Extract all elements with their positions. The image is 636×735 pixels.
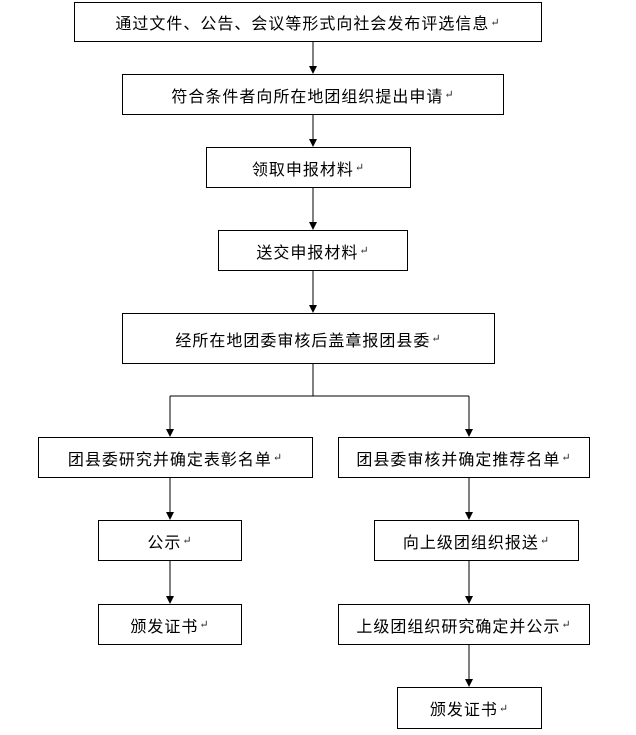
step-label: 经所在地团委审核后盖章报团县委 [175,330,431,350]
step-label: 送交申报材料 [256,242,359,262]
step-label: 向上级团组织报送 [402,532,539,552]
paragraph-mark-icon: ↵ [199,618,210,631]
paragraph-mark-icon: ↵ [561,451,572,464]
paragraph-mark-icon: ↵ [444,88,455,101]
paragraph-mark-icon: ↵ [490,15,501,29]
step-collect-materials: 领取申报材料↵ [206,147,411,188]
step-right-upper-decide-publish: 上级团组织研究确定并公示↵ [338,604,590,645]
step-local-review-stamp: 经所在地团委审核后盖章报团县委↵ [122,313,495,364]
step-label: 符合条件者向所在地团组织提出申请 [171,86,444,106]
step-label: 颁发证书 [429,700,498,719]
step-right-decide-recommendation-list: 团县委审核并确定推荐名单↵ [338,437,590,478]
step-right-report-to-upper: 向上级团组织报送↵ [374,520,579,561]
step-left-decide-commendation-list: 团县委研究并确定表彰名单↵ [38,437,313,478]
step-label: 公示 [147,532,182,552]
step-publish-selection-info: 通过文件、公告、会议等形式向社会发布评选信息↵ [74,2,542,42]
step-label: 团县委审核并确定推荐名单 [356,449,561,469]
step-label: 团县委研究并确定表彰名单 [67,449,272,469]
step-left-public-notice: 公示↵ [98,520,242,561]
step-left-issue-certificate: 颁发证书↵ [98,604,242,645]
paragraph-mark-icon: ↵ [431,332,442,345]
step-label: 领取申报材料 [251,159,354,179]
paragraph-mark-icon: ↵ [561,618,572,631]
paragraph-mark-icon: ↵ [359,244,370,257]
paragraph-mark-icon: ↵ [182,534,193,547]
step-label: 颁发证书 [130,616,199,636]
step-label: 上级团组织研究确定并公示 [356,616,561,636]
paragraph-mark-icon: ↵ [498,701,510,715]
step-submit-materials: 送交申报材料↵ [218,230,408,271]
step-right-issue-certificate: 颁发证书↵ [397,687,542,729]
paragraph-mark-icon: ↵ [272,451,284,464]
paragraph-mark-icon: ↵ [354,161,366,174]
step-label: 通过文件、公告、会议等形式向社会发布评选信息 [115,14,490,33]
paragraph-mark-icon: ↵ [539,534,551,547]
step-submit-application: 符合条件者向所在地团组织提出申请↵ [122,74,504,115]
